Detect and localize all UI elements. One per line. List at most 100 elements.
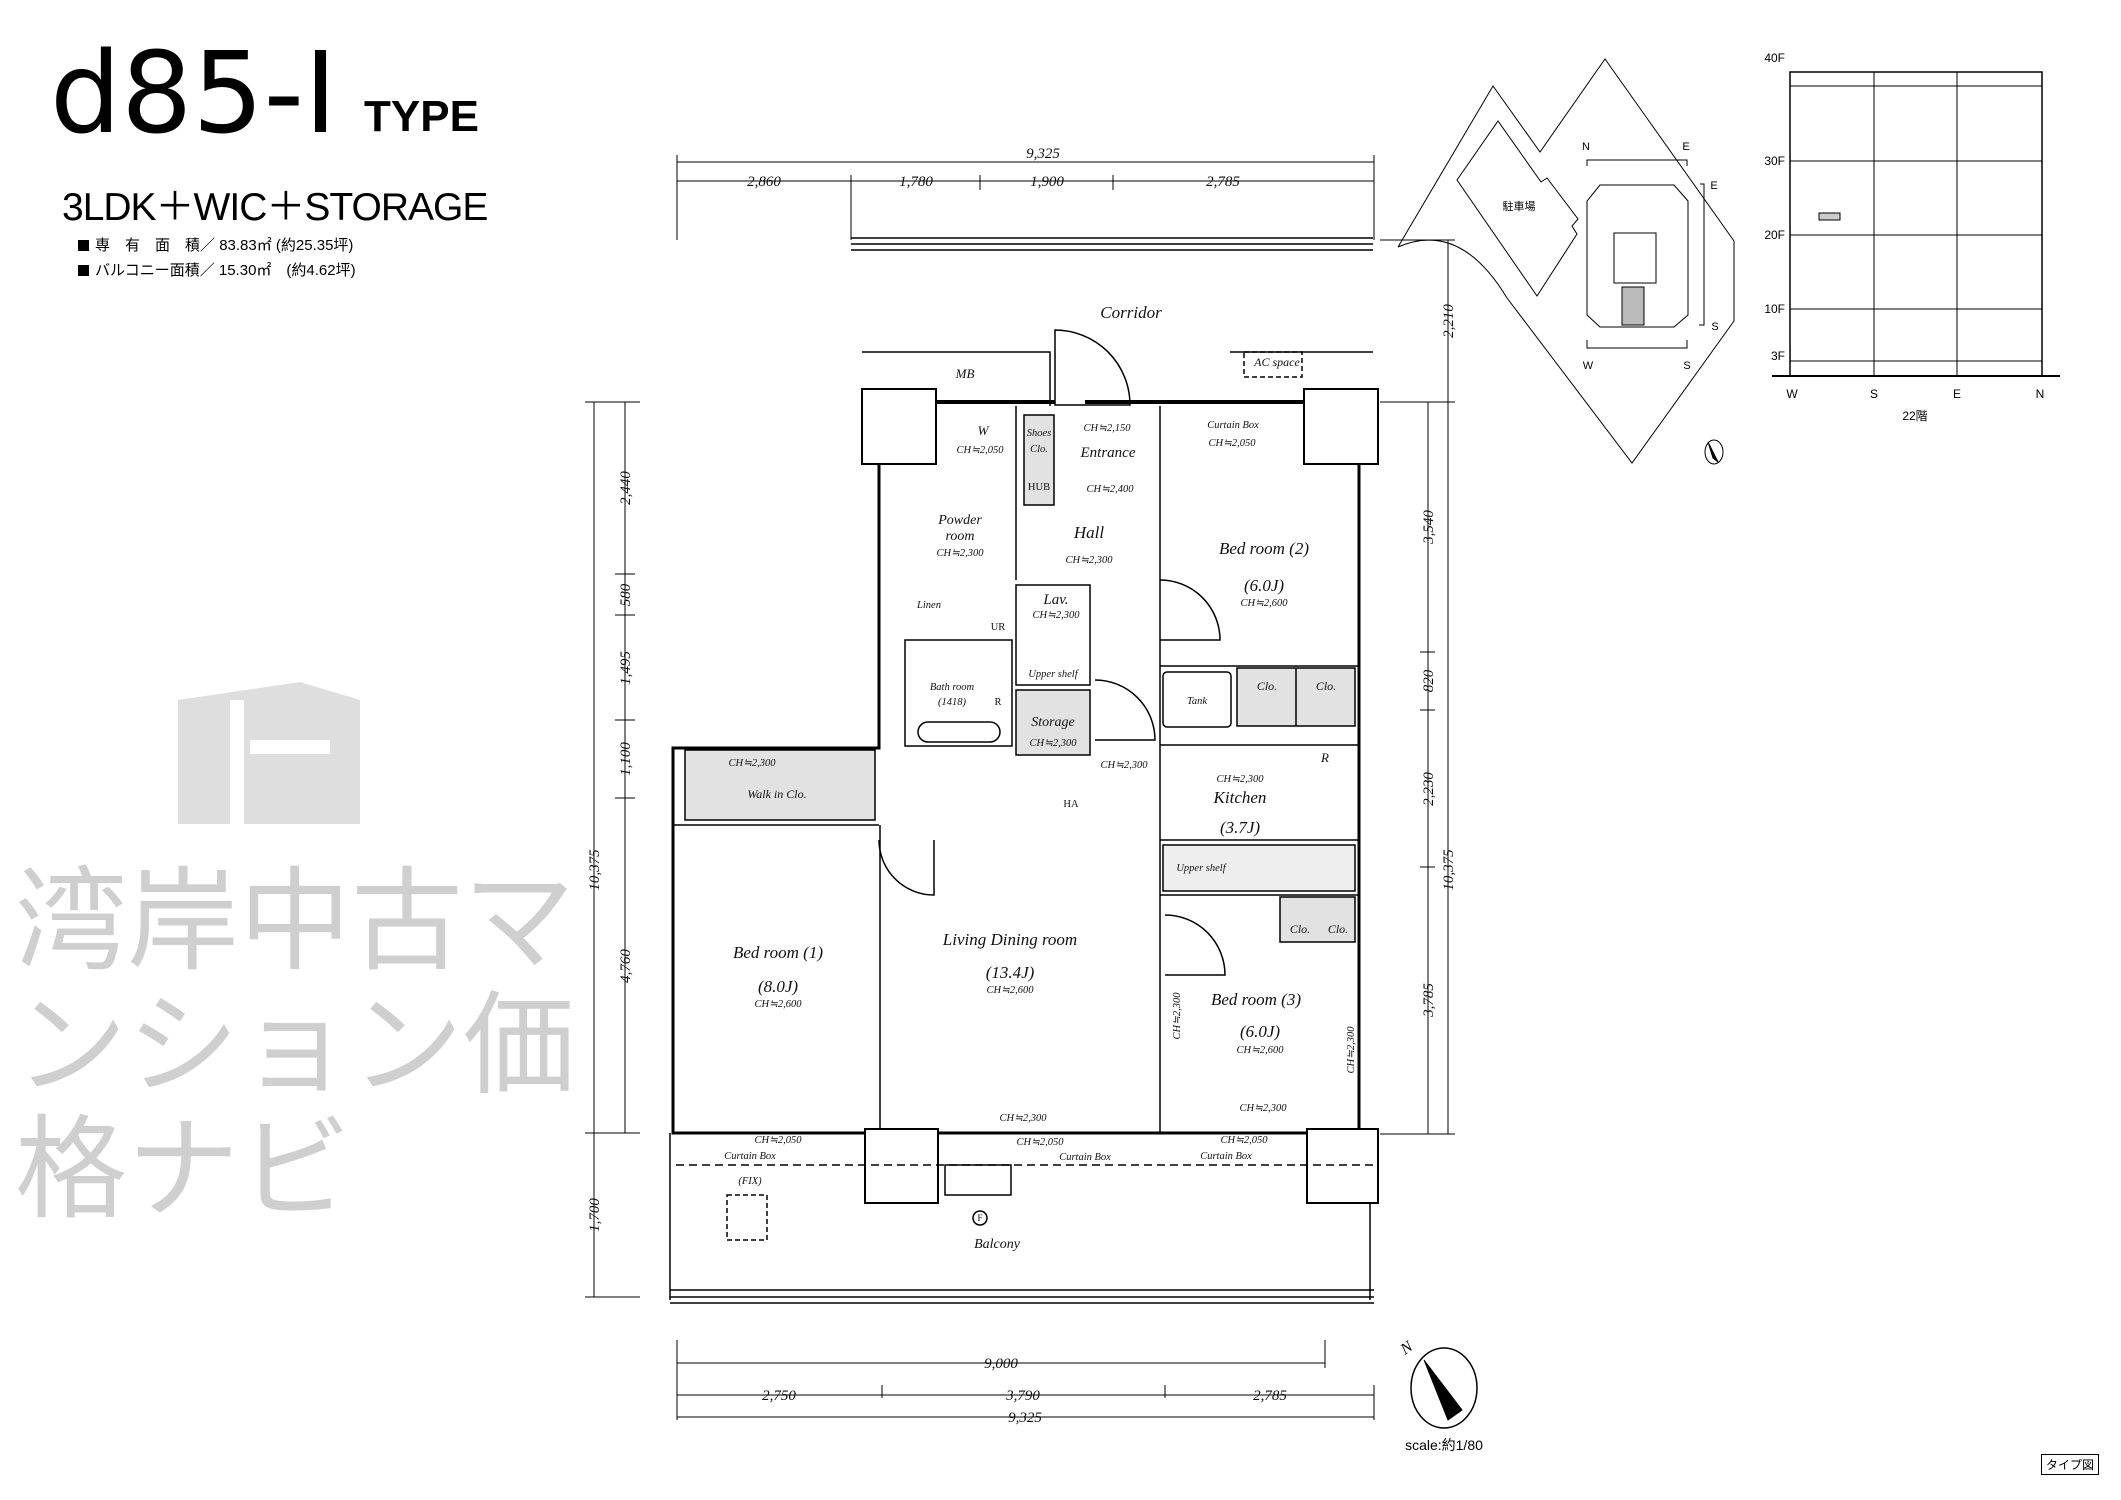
type-drawing-tag: タイプ図 xyxy=(2040,1454,2099,1475)
bullet-icon xyxy=(78,240,89,251)
closet-label: Clo. xyxy=(1316,679,1336,693)
area-label: 専 有 面 積／ xyxy=(95,237,216,254)
pillar xyxy=(861,388,937,465)
bullet-icon xyxy=(78,265,89,276)
ceiling-height: CH≒2,150 xyxy=(1083,423,1131,434)
mb-label: MB xyxy=(955,366,975,381)
dir-n: N xyxy=(1582,141,1590,153)
ceiling-height: CH≒2,600 xyxy=(1240,598,1288,609)
ceiling-height: CH≒2,600 xyxy=(754,999,802,1010)
pillar xyxy=(1303,388,1379,465)
closet-label: Clo. xyxy=(1328,922,1348,936)
storage-box xyxy=(1015,689,1091,756)
w-label: W xyxy=(978,423,990,438)
ceiling-height: CH≒2,050 xyxy=(1208,438,1256,449)
bedroom-1-label: Bed room (1) xyxy=(733,943,823,962)
bath-room-label: Bath room xyxy=(930,682,975,693)
side-label: E xyxy=(1953,387,1961,401)
ceiling-height: CH≒2,050 xyxy=(956,445,1004,456)
key-plan-north-icon xyxy=(1704,439,1724,465)
side-label: W xyxy=(1786,387,1798,401)
upper-shelf-label: Upper shelf xyxy=(1028,669,1079,680)
f-label: F xyxy=(977,1213,982,1223)
bath-room-box xyxy=(904,639,1013,747)
door-swing xyxy=(1164,914,1226,976)
walls xyxy=(669,237,1379,1304)
ceiling-height: CH≒2,600 xyxy=(1236,1045,1284,1056)
shoes-closet-label: Shoes xyxy=(1027,428,1052,439)
floor-position-chart: 40F 30F 20F 10F 3F W S E N 22階 xyxy=(1764,51,2060,423)
closet-label: Clo. xyxy=(1257,679,1277,693)
lavatory-label: Lav. xyxy=(1042,592,1068,608)
door-swing xyxy=(878,839,935,896)
curtain-box-label: Curtain Box xyxy=(1200,1151,1252,1162)
dim-label: 3,540 xyxy=(1421,510,1437,545)
dir-e: E xyxy=(1682,141,1689,153)
watermark-logo-icon xyxy=(178,682,360,824)
floor-tick: 40F xyxy=(1764,51,1785,65)
dim-label: 2,785 xyxy=(1253,1388,1287,1404)
ha-label: HA xyxy=(1063,799,1079,810)
ceiling-height: CH≒2,400 xyxy=(1086,484,1134,495)
ceiling-height: CH≒2,300 xyxy=(1032,610,1080,621)
bedroom-2-label: Bed room (2) xyxy=(1219,539,1309,558)
curtain-box-label: Curtain Box xyxy=(1059,1152,1111,1163)
entrance-label: Entrance xyxy=(1080,445,1136,461)
area-value: 83.83㎡ (約25.35坪) xyxy=(219,237,354,254)
dim-label: 9,325 xyxy=(1026,146,1060,162)
dim-label: 820 xyxy=(1421,669,1437,692)
hub-label: HUB xyxy=(1028,482,1050,493)
dim-label: 1,700 xyxy=(587,1198,603,1232)
floor-tick: 20F xyxy=(1764,228,1785,242)
f-icon xyxy=(972,1210,988,1226)
floor-tick: 30F xyxy=(1764,154,1785,168)
dim-label: 1,495 xyxy=(618,651,634,685)
upper-shelf-label: Upper shelf xyxy=(1176,863,1227,874)
ceiling-height: CH≒2,050 xyxy=(1016,1137,1064,1148)
ceiling-height: CH≒2,300 xyxy=(1239,1103,1287,1114)
dir-e: E xyxy=(1710,180,1717,192)
entrance-door xyxy=(1054,329,1131,406)
shoes-closet-label: Clo. xyxy=(1030,444,1048,455)
ceiling-height: CH≒2,050 xyxy=(754,1135,802,1146)
dir-w: W xyxy=(1583,360,1594,372)
ceiling-height: CH≒2,300 xyxy=(1065,555,1113,566)
curtain-box-label: Curtain Box xyxy=(724,1151,776,1162)
area-value: 15.30㎡ (約4.62坪) xyxy=(218,262,356,279)
bedroom-3-size: (6.0J) xyxy=(1240,1022,1280,1041)
tank-box xyxy=(1162,671,1232,728)
ceiling-height: CH≒2,300 xyxy=(1100,760,1148,771)
area-label: バルコニー面積／ xyxy=(95,262,215,279)
dim-label: 2,440 xyxy=(618,471,634,505)
ceiling-height: CH≒2,300 xyxy=(1216,774,1264,785)
side-label: S xyxy=(1870,387,1878,401)
dim-label: 2,210 xyxy=(1441,304,1457,338)
fix-window-label: (FIX) xyxy=(738,1176,762,1187)
floor-tick: 3F xyxy=(1771,349,1785,363)
parking-outline xyxy=(1456,120,1579,297)
ceiling-height: CH≒2,300 xyxy=(728,758,776,769)
dim-label: 1,900 xyxy=(1030,174,1064,190)
ceiling-height: CH≒2,050 xyxy=(1220,1135,1268,1146)
type-code: d85-I xyxy=(50,29,338,159)
dim-label: 2,785 xyxy=(1206,174,1240,190)
unit-highlight xyxy=(1621,286,1645,326)
dim-label: 2,750 xyxy=(762,1388,796,1404)
living-dining-label: Living Dining room xyxy=(942,930,1077,949)
ur-label: UR xyxy=(991,622,1006,633)
parking-label: 駐車場 xyxy=(1503,199,1536,213)
kitchen-r-label: R xyxy=(1320,750,1329,765)
wic-box xyxy=(684,749,876,821)
floor-tick: 10F xyxy=(1764,302,1785,316)
dim-label: 9,000 xyxy=(984,1356,1018,1372)
dir-s: S xyxy=(1711,321,1718,333)
door-swing xyxy=(1159,579,1221,641)
dim-label: 2,230 xyxy=(1421,772,1437,806)
dimension-lines xyxy=(585,155,1455,1420)
ceiling-height: CH≒2,300 xyxy=(999,1113,1047,1124)
north-label: N xyxy=(1397,1337,1417,1358)
ceiling-height: CH≒2,300 xyxy=(936,548,984,559)
dim-label: 9,325 xyxy=(1008,1410,1042,1426)
bedroom-3-label: Bed room (3) xyxy=(1211,990,1301,1009)
ceiling-height: CH≒2,300 xyxy=(1172,992,1183,1040)
